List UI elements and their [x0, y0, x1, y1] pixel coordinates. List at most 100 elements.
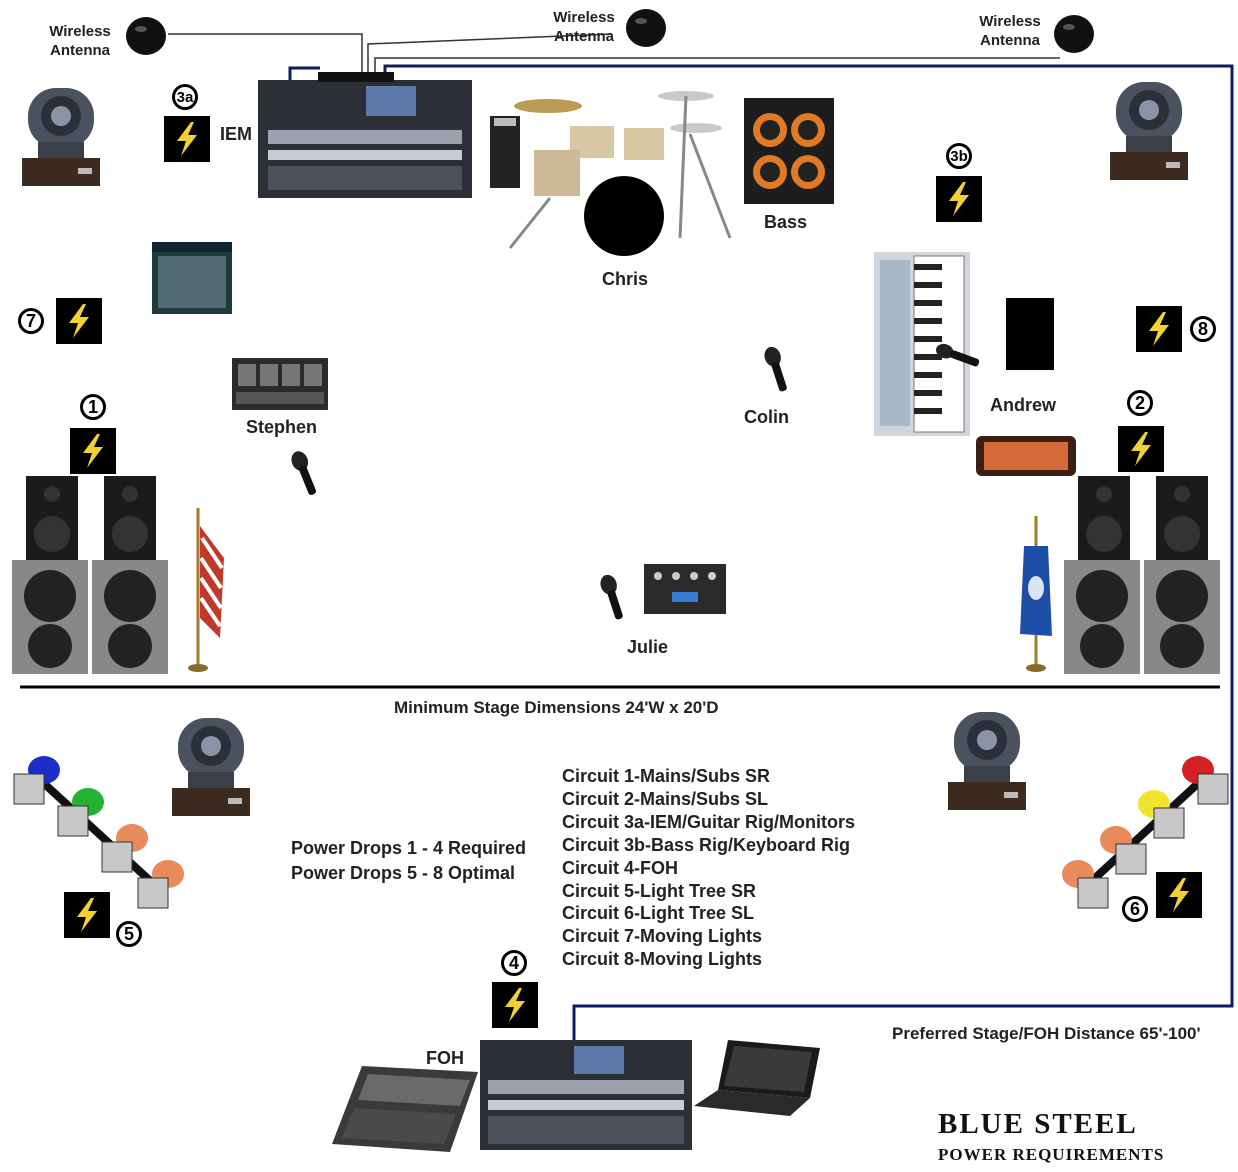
iem-mixer	[258, 72, 472, 198]
drum-kit	[490, 88, 750, 258]
power-drop-3a	[164, 116, 210, 162]
moving-head-light-icon	[1110, 82, 1188, 180]
bass-cabinet-icon	[744, 98, 834, 204]
wireless-antenna-center	[624, 6, 668, 50]
laptop-icon	[694, 1040, 820, 1116]
iem-label: IEM	[220, 124, 253, 144]
antenna-cable-right	[374, 57, 1060, 72]
antenna-cable-left	[168, 33, 363, 72]
circuit-badge-2: 2	[1127, 390, 1153, 416]
moving-head-light-bottom-right	[944, 706, 1030, 816]
guitar-amp	[152, 242, 232, 314]
keyboard-icon	[874, 252, 970, 436]
power-drops-note: Power Drops 1 - 4 Required Power Drops 5…	[291, 836, 526, 886]
speaker-stack-left	[12, 476, 168, 674]
antenna-left-label-line1: Wireless	[49, 23, 111, 40]
circuit-item: Circuit 1-Mains/Subs SR	[562, 766, 771, 786]
circuit-item: Circuit 3a-IEM/Guitar Rig/Monitors	[562, 811, 856, 832]
light-tree-right	[1058, 752, 1232, 922]
wireless-antenna-left	[124, 14, 168, 58]
circuit-item: Circuit 2-Mains/Subs SL	[562, 788, 769, 809]
moving-head-light-icon	[22, 88, 100, 186]
pedalboard-icon	[232, 358, 328, 410]
monitor-wedge-andrew	[976, 436, 1076, 476]
wireless-antenna-icon	[1054, 15, 1094, 53]
us-flag-icon	[188, 508, 224, 672]
andrew-label: Andrew	[990, 395, 1057, 415]
circuit-badge-3a: 3a	[172, 84, 198, 110]
us-flag	[184, 508, 228, 672]
circuit-list: Circuit 1-Mains/Subs SR Circuit 2-Mains/…	[562, 765, 855, 971]
colin-label: Colin	[744, 407, 789, 427]
circuit-badge-4: 4	[501, 950, 527, 976]
stephen-label: Stephen	[246, 417, 318, 437]
microphone-icon	[764, 346, 787, 392]
moving-head-light-top-right	[1106, 76, 1192, 186]
lightning-bolt-icon	[1169, 878, 1189, 912]
circuit-badge-1: 1	[80, 394, 106, 420]
microphone-icon	[600, 574, 623, 620]
antenna-left-label: Wireless Antenna	[40, 22, 120, 60]
speaker-stack-icon	[1064, 476, 1220, 674]
circuit-item: Circuit 6-Light Tree SL	[562, 903, 755, 924]
bass-cabinet	[744, 98, 834, 204]
antenna-center-label: Wireless Antenna	[544, 8, 624, 46]
brand-title: BLUE STEEL	[938, 1108, 1138, 1140]
keyboard-rig	[874, 252, 970, 436]
antenna-right-label-line1: Wireless	[979, 13, 1041, 30]
antenna-right-label: Wireless Antenna	[970, 12, 1050, 50]
lightning-bolt-icon	[69, 304, 89, 338]
keyboard-amp	[1006, 298, 1054, 370]
power-drops-required: Power Drops 1 - 4 Required	[291, 838, 527, 858]
power-drop-8	[1136, 306, 1182, 352]
power-drop-6	[1156, 872, 1202, 918]
snake-cable-left	[288, 66, 320, 82]
state-flag-icon	[1020, 516, 1052, 672]
julie-label: Julie	[627, 637, 669, 657]
lightning-bolt-icon	[1149, 312, 1169, 346]
moving-head-light-icon	[948, 712, 1026, 810]
par-can-light-icon	[13, 756, 184, 909]
foh-distance-label: Preferred Stage/FOH Distance 65'-100'	[892, 1024, 1201, 1043]
circuit-badge-3b: 3b	[946, 143, 972, 169]
power-drop-4	[492, 982, 538, 1028]
moving-head-light-top-left	[18, 82, 104, 192]
microphone-colin	[762, 346, 792, 394]
foh-label: FOH	[426, 1048, 464, 1068]
light-tree-left	[8, 748, 184, 918]
mixing-console-icon	[480, 1040, 692, 1150]
power-drop-5	[64, 892, 110, 938]
circuit-item: Circuit 8-Moving Lights	[562, 949, 762, 970]
microphone-stephen	[290, 450, 320, 498]
antenna-center-label-line1: Wireless	[553, 9, 615, 26]
lightning-bolt-icon	[83, 434, 103, 468]
snake-cable-foh	[383, 64, 1234, 1046]
lightning-bolt-icon	[949, 182, 969, 216]
foh-mixer	[480, 1040, 692, 1150]
lightning-bolt-icon	[1131, 432, 1151, 466]
state-flag	[1014, 516, 1058, 672]
lighting-console-icon	[332, 1066, 478, 1152]
circuit-badge-8: 8	[1190, 316, 1216, 342]
microphone-icon	[936, 343, 980, 367]
moving-head-light-bottom-left	[168, 712, 254, 822]
pedalboard-stephen	[232, 358, 328, 410]
circuit-badge-5: 5	[116, 921, 142, 947]
wireless-antenna-icon	[126, 17, 166, 55]
circuit-item: Circuit 7-Moving Lights	[562, 926, 762, 947]
bass-label: Bass	[764, 212, 808, 232]
drum-kit-icon	[490, 91, 732, 256]
circuit-item: Circuit 3b-Bass Rig/Keyboard Rig	[562, 834, 851, 855]
lighting-console-foh	[332, 1066, 478, 1152]
power-drop-2	[1118, 426, 1164, 472]
mixing-console-icon	[258, 72, 472, 198]
power-drop-1	[70, 428, 116, 474]
wireless-antenna-right	[1052, 12, 1096, 56]
stage-dimensions-label: Minimum Stage Dimensions 24'W x 20'D	[394, 698, 719, 717]
par-can-light-icon	[1062, 756, 1229, 909]
antenna-cable-center	[367, 33, 613, 72]
power-drop-7	[56, 298, 102, 344]
speaker-stack-icon	[12, 476, 168, 674]
moving-head-light-icon	[172, 718, 250, 816]
